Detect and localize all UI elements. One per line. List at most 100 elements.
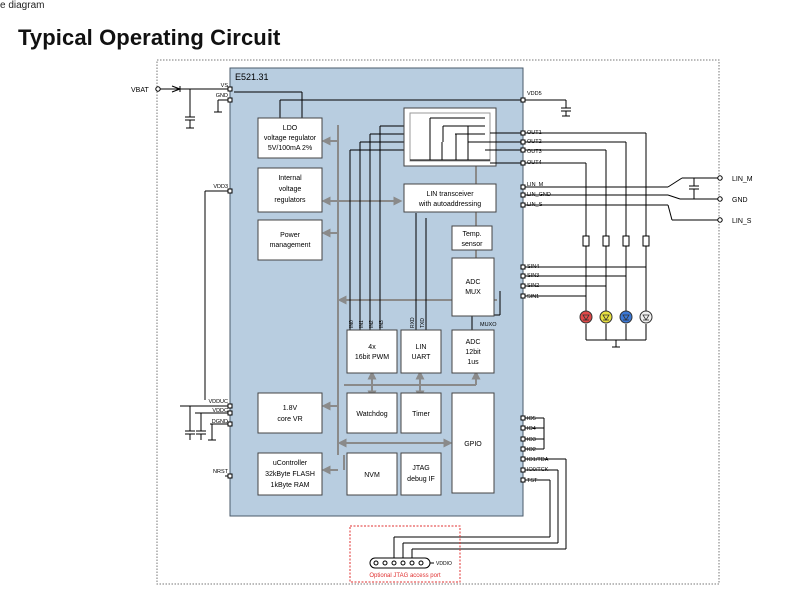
top-caption: e diagram	[0, 0, 45, 11]
left-pins	[227, 86, 233, 479]
resistors	[582, 235, 650, 247]
block-core-vr	[257, 392, 323, 434]
output-switch-array	[403, 107, 497, 167]
timer-label: Timer	[412, 411, 430, 418]
uart-label-2: UART	[412, 354, 432, 361]
lin-tx-label-2: with autoaddressing	[418, 201, 481, 208]
adc-label-2: 12bit	[465, 349, 480, 356]
uart-rxd: RXD	[410, 317, 416, 328]
jtag-port-label: Optional JTAG access port	[369, 573, 441, 579]
pin-io2: IO2	[527, 447, 536, 453]
pin-io5: IO5	[527, 416, 536, 422]
muxo-label: MUXO	[480, 322, 497, 328]
block-nvm	[346, 452, 398, 496]
lin-terminal-labels: LIN_M GND LIN_S	[732, 176, 753, 225]
uart-label-1: LIN	[416, 344, 427, 351]
block-adc-mux	[451, 257, 495, 317]
block-lin-uart	[400, 329, 442, 374]
pm-label-2: management	[270, 242, 311, 249]
internal-signals	[234, 91, 522, 330]
output-switch-detail	[409, 112, 522, 164]
pin-gnd: GND	[216, 93, 228, 99]
ivreg-label-1: Internal	[278, 175, 302, 182]
block-timer	[400, 392, 442, 434]
jtag-label-1: JTAG	[412, 465, 429, 472]
pin-lin-m: LIN_M	[527, 182, 544, 188]
block-watchdog	[346, 392, 398, 434]
block-lin-transceiver	[403, 183, 497, 213]
internal-buses	[321, 125, 497, 475]
left-pin-labels: VS GND VDD3 VDDUC VDDC DGND NRST	[208, 83, 228, 475]
pin-vdd3: VDD3	[213, 184, 228, 190]
chip-name: E521.31	[235, 72, 269, 82]
block-pwm	[346, 329, 398, 374]
ldo-label-1: LDO	[283, 125, 298, 132]
block-temp-sensor	[451, 225, 493, 251]
pwm-label-2: 16bit PWM	[355, 354, 389, 361]
pin-io4: IO4	[527, 426, 536, 432]
pin-vdduc: VDDUC	[208, 399, 228, 405]
pin-io3: IO3	[527, 437, 536, 443]
pin-dgnd: DGND	[212, 419, 228, 425]
function-blocks	[257, 117, 497, 496]
ivreg-label-3: regulators	[274, 197, 306, 204]
block-jtag	[400, 452, 442, 496]
pm-label-1: Power	[280, 232, 301, 239]
lin-terminals	[717, 175, 723, 223]
pwm-in1: IN1	[359, 320, 365, 328]
leds	[579, 310, 653, 324]
pin-nrst: NRST	[213, 469, 229, 475]
uc-label-2: 32kByte FLASH	[265, 471, 315, 478]
adc-label-3: 1us	[467, 359, 479, 366]
block-gpio	[451, 392, 495, 494]
block-ldo	[257, 117, 323, 159]
gpio-label: GPIO	[464, 441, 482, 448]
ext-lin-m: LIN_M	[732, 176, 753, 183]
block-power-management	[257, 219, 323, 261]
vertical-signal-labels: IN0 IN1 IN2 IN3 RXD TXD	[349, 317, 426, 328]
pin-vs: VS	[221, 83, 229, 89]
nvm-label: NVM	[364, 472, 380, 479]
pin-io1: IO1/TDA	[527, 457, 549, 463]
lin-tx-label-1: LIN transceiver	[426, 191, 474, 198]
adcmux-label-2: MUX	[465, 289, 481, 296]
block-ucontroller	[257, 452, 323, 496]
pin-sin1: SIN1	[527, 294, 539, 300]
ldo-label-3: 5V/100mA 2%	[268, 145, 312, 152]
ext-gnd: GND	[732, 197, 748, 204]
watchdog-label: Watchdog	[356, 411, 387, 418]
page-title: Typical Operating Circuit	[18, 25, 281, 50]
uc-label-3: 1kByte RAM	[271, 482, 310, 489]
jtag-port-frame	[349, 525, 461, 583]
uc-label-1: uController	[273, 460, 308, 467]
adcmux-label-1: ADC	[466, 279, 481, 286]
pwm-in0: IN0	[349, 320, 355, 328]
vbat-label: VBAT	[131, 87, 149, 94]
left-wiring	[158, 85, 230, 477]
led-yellow	[599, 310, 613, 324]
pin-tst: TST	[527, 478, 538, 484]
jtag-connector-pins	[373, 560, 424, 566]
pwm-label-1: 4x	[368, 344, 376, 351]
ext-lin-s: LIN_S	[732, 218, 752, 225]
block-internal-vreg	[257, 167, 323, 213]
block-adc	[451, 329, 495, 374]
temp-label-2: sensor	[461, 241, 483, 248]
corevr-label-2: core VR	[277, 416, 302, 423]
temp-label-1: Temp.	[462, 231, 481, 238]
ivreg-label-2: voltage	[279, 186, 302, 193]
led-symbols	[582, 314, 650, 321]
right-wiring	[384, 99, 718, 564]
pwm-in3: IN3	[379, 320, 385, 328]
adc-label-1: ADC	[466, 339, 481, 346]
led-white	[639, 310, 653, 324]
jtag-label-2: debug IF	[407, 476, 435, 483]
block-labels: LDO voltage regulator 5V/100mA 2% Intern…	[264, 125, 483, 489]
pin-out3: OUT3	[527, 149, 542, 155]
uart-txd: TXD	[420, 318, 426, 328]
ldo-label-2: voltage regulator	[264, 135, 317, 142]
led-red	[579, 310, 593, 324]
vbat-terminal	[155, 86, 161, 92]
pin-vdd5: VDD5	[527, 91, 542, 97]
